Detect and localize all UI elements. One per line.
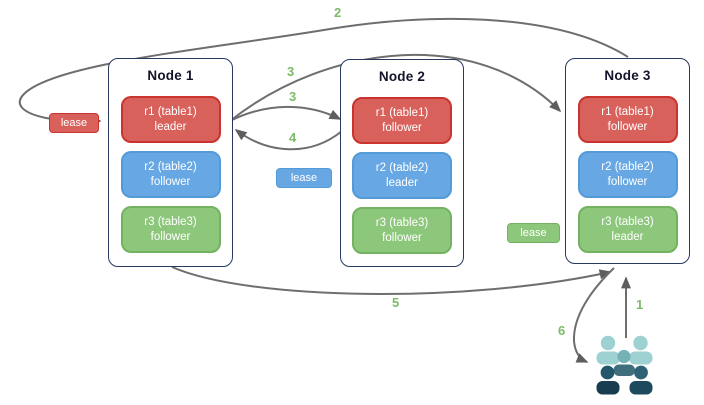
lease-label-r3: lease (507, 223, 560, 243)
node-1-range-r1: r1 (table1) leader (120, 96, 221, 143)
step-label-6: 6 (558, 323, 566, 338)
node-3-range-r3: r3 (table3) leader (577, 206, 678, 253)
step-label-5: 5 (392, 295, 400, 310)
node-2-range-r2: r2 (table2) leader (352, 152, 452, 199)
range-role: follower (607, 175, 648, 188)
node-1-range-r2: r2 (table2) follower (120, 151, 221, 198)
range-role: follower (382, 121, 422, 134)
range-name: r1 (table1) (375, 106, 429, 119)
lease-label-r1: lease (49, 113, 99, 133)
range-name: r1 (table1) (144, 105, 197, 118)
range-name: r1 (table1) (601, 105, 654, 118)
node-3-range-r1: r1 (table1) follower (577, 96, 678, 143)
users-group-icon (596, 335, 653, 395)
range-role: leader (386, 176, 418, 189)
range-role: follower (607, 120, 648, 133)
step-label-2: 2 (334, 5, 342, 20)
node-1-range-r3: r3 (table3) follower (120, 206, 221, 253)
range-role: leader (611, 230, 644, 243)
node-1-title: Node 1 (147, 68, 194, 83)
node-1: Node 1 r1 (table1) leader r2 (table2) fo… (108, 58, 233, 267)
arrow-step5-node1-to-node3 (171, 266, 612, 295)
node-3-range-r2: r2 (table2) follower (577, 151, 678, 198)
range-name: r2 (table2) (144, 160, 197, 173)
step-label-1: 1 (636, 297, 644, 312)
node-2: Node 2 r1 (table1) follower r2 (table2) … (340, 59, 464, 267)
range-role: follower (150, 175, 191, 188)
range-name: r3 (table3) (601, 215, 654, 228)
range-role: leader (154, 120, 187, 133)
arrow-step3-leader-to-node2 (229, 105, 342, 122)
range-role: follower (150, 230, 191, 243)
range-name: r2 (table2) (375, 161, 429, 174)
step-label-3b: 3 (289, 89, 297, 104)
node-3-title: Node 3 (604, 68, 651, 83)
range-name: r2 (table2) (601, 160, 654, 173)
range-name: r3 (table3) (375, 216, 429, 229)
node-3: Node 3 r1 (table1) follower r2 (table2) … (565, 58, 690, 264)
range-name: r3 (table3) (144, 215, 197, 228)
node-2-title: Node 2 (378, 69, 426, 84)
range-role: follower (382, 231, 422, 244)
node-2-range-r1: r1 (table1) follower (352, 97, 452, 144)
step-label-3a: 3 (287, 64, 295, 79)
lease-label-r2: lease (276, 168, 332, 188)
step-label-4: 4 (289, 130, 297, 145)
node-2-range-r3: r3 (table3) follower (352, 207, 452, 254)
